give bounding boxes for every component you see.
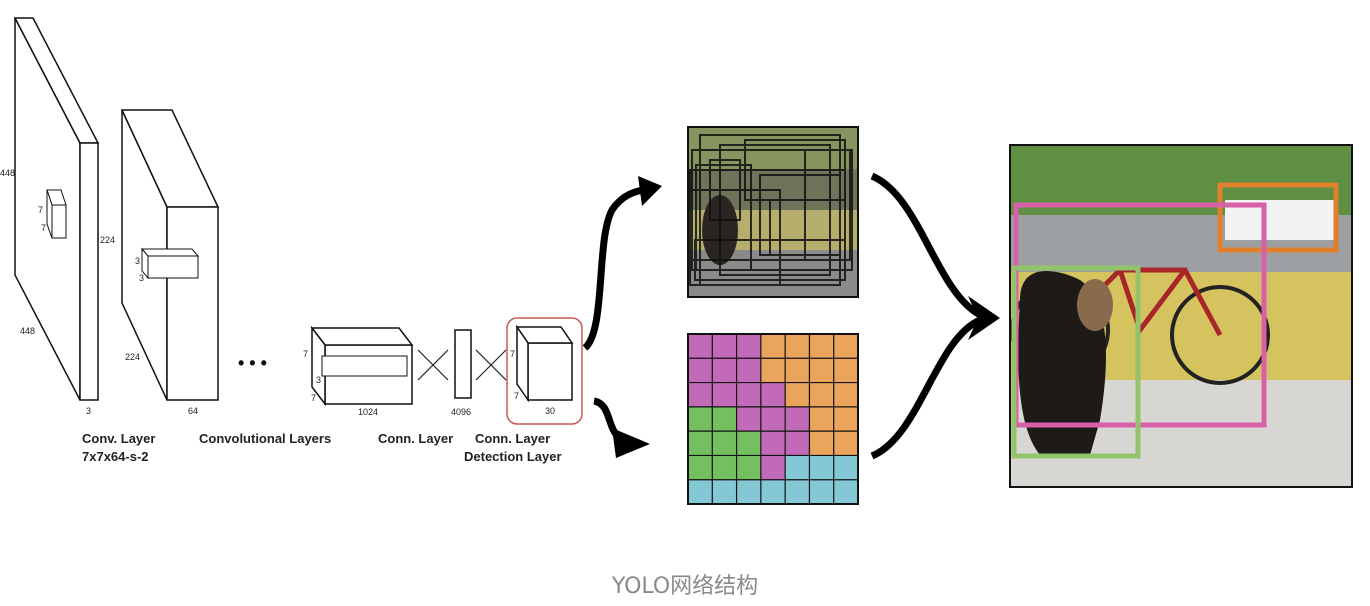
- grid-cell-orange: [760, 358, 786, 383]
- grid-cell-purple: [712, 382, 737, 407]
- conv-layer-label: Conv. Layer: [82, 431, 155, 446]
- arrow-merge-bottom: [870, 316, 982, 460]
- grid-cell-green: [736, 455, 761, 480]
- conv1-channels: 64: [188, 406, 198, 416]
- fc-connection-lines-1: [417, 349, 449, 381]
- arrow-merge-head: [968, 296, 1000, 340]
- grid-cell-blue: [833, 455, 858, 480]
- conv3-kernel-a: 7: [303, 349, 308, 359]
- grid-cell-orange: [833, 334, 858, 359]
- grid-cell-orange: [809, 358, 834, 383]
- arrow-to-classmap-head: [612, 428, 650, 458]
- conv3-kernel-b: 3: [316, 375, 321, 385]
- grid-cell-purple: [785, 431, 810, 456]
- grid-cell-purple: [688, 382, 713, 407]
- grid-cell-orange: [809, 334, 834, 359]
- conv3-channels: 1024: [358, 407, 378, 417]
- convolutional-layers-label: Convolutional Layers: [199, 431, 331, 446]
- grid-cell-orange: [809, 382, 834, 407]
- conv1-size-left: 224: [100, 235, 115, 245]
- grid-cell-green: [736, 431, 761, 456]
- grid-cell-green: [688, 406, 713, 432]
- grid-cell-green: [712, 406, 737, 432]
- conv2-kernel-b: 3: [139, 273, 144, 283]
- car-detection-box: [1217, 182, 1339, 253]
- grid-cell-purple: [760, 455, 786, 480]
- grid-cell-blue: [688, 479, 713, 504]
- grid-cell-green: [712, 431, 737, 456]
- grid-cell-orange: [760, 334, 786, 359]
- grid-cell-orange: [785, 334, 810, 359]
- layers-ellipsis: • • •: [238, 353, 267, 373]
- output-size-a: 7: [510, 349, 515, 359]
- conv1-kernel-cube: [140, 247, 200, 280]
- grid-cell-orange: [809, 431, 834, 456]
- grid-cell-purple: [712, 358, 737, 383]
- arrow-to-boxes-head: [638, 176, 662, 206]
- kernel-size-a: 7: [38, 205, 43, 215]
- detection-layer-label: Detection Layer: [464, 449, 562, 464]
- grid-cell-purple: [688, 334, 713, 359]
- conv3-kernel-c: 7: [311, 393, 316, 403]
- grid-cell-orange: [809, 406, 834, 432]
- grid-cell-orange: [833, 431, 858, 456]
- input-channels: 3: [86, 406, 91, 416]
- grid-cell-orange: [833, 382, 858, 407]
- grid-cell-orange: [833, 406, 858, 432]
- fc-layer-4096: [454, 329, 472, 399]
- grid-cell-orange: [833, 358, 858, 383]
- grid-cell-purple: [760, 382, 786, 407]
- conn-layer-label-2: Conn. Layer: [475, 431, 550, 446]
- grid-cell-green: [688, 431, 713, 456]
- grid-cell-green: [712, 455, 737, 480]
- class-probability-map: [687, 333, 859, 505]
- conv-layer-spec: 7x7x64-s-2: [82, 449, 149, 464]
- grid-cell-blue: [833, 479, 858, 504]
- grid-cell-green: [688, 455, 713, 480]
- grid-cell-purple: [712, 334, 737, 359]
- final-image-frame: [1009, 144, 1353, 488]
- grid-cell-orange: [785, 382, 810, 407]
- class-map-frame: [687, 333, 859, 505]
- grid-cell-purple: [736, 358, 761, 383]
- grid-cell-blue: [785, 479, 810, 504]
- grid-cell-purple: [785, 406, 810, 432]
- grid-cell-purple: [736, 334, 761, 359]
- output-size-b: 7: [514, 391, 519, 401]
- grid-cell-blue: [736, 479, 761, 504]
- kernel-size-b: 7: [41, 223, 46, 233]
- fc-connection-lines-2: [475, 349, 507, 381]
- grid-cell-purple: [736, 382, 761, 407]
- arrow-merge-top: [870, 172, 982, 319]
- input-size-bottom: 448: [20, 326, 35, 336]
- bounding-boxes-image: [687, 126, 859, 298]
- figure-caption: YOLO网络结构: [611, 574, 759, 599]
- grid-cell-purple: [760, 431, 786, 456]
- grid-cell-purple: [760, 406, 786, 432]
- conv2-kernel-a: 3: [135, 256, 140, 266]
- conv1-size-bottom: 224: [125, 352, 140, 362]
- conv-block-1024: [310, 325, 414, 407]
- grid-cell-blue: [712, 479, 737, 504]
- conn-layer-label: Conn. Layer: [378, 431, 453, 446]
- arrow-to-boxes: [582, 186, 649, 351]
- grid-cell-purple: [736, 406, 761, 432]
- output-channels: 30: [545, 406, 555, 416]
- grid-cell-blue: [785, 455, 810, 480]
- fc-units: 4096: [451, 407, 471, 417]
- input-size-left: 448: [0, 168, 15, 178]
- grid-cell-orange: [785, 358, 810, 383]
- output-cube: [515, 324, 574, 403]
- final-detections-image: [1010, 145, 1352, 487]
- input-kernel-cube: [46, 189, 67, 239]
- grid-cell-blue: [760, 479, 786, 504]
- grid-cell-blue: [809, 455, 834, 480]
- grid-cell-purple: [688, 358, 713, 383]
- detection-layer-highlight: [506, 317, 583, 425]
- dog-detection-box: [1011, 265, 1141, 459]
- grid-cell-blue: [809, 479, 834, 504]
